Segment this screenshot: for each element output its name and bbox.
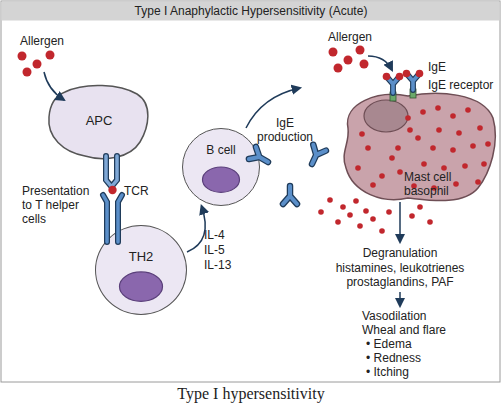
granule — [450, 113, 456, 119]
granule — [450, 147, 456, 153]
free-label: • Itching — [366, 365, 409, 379]
granule — [355, 165, 361, 171]
granule — [435, 105, 441, 111]
flow-arrow — [399, 202, 401, 242]
free-label: IL-5 — [204, 243, 225, 257]
granule — [405, 115, 411, 121]
allergen-arrow — [368, 56, 392, 70]
nucleus — [119, 272, 162, 301]
granule — [421, 161, 427, 167]
granule — [481, 161, 487, 167]
allergen-dots — [329, 46, 369, 73]
ige-antibody — [249, 145, 326, 204]
free-label: IL-13 — [204, 258, 231, 272]
free-label: IgE production — [252, 116, 318, 144]
free-label: • Redness — [366, 351, 421, 365]
released-granules — [318, 197, 433, 234]
free-label: IgE — [428, 60, 446, 74]
node-label: APC — [45, 114, 153, 128]
nucleus-layer — [183, 129, 259, 205]
signal-arrow — [187, 206, 205, 252]
granule — [485, 141, 491, 147]
free-label: IL-4 — [204, 228, 225, 242]
granule — [475, 179, 481, 185]
granule — [453, 181, 459, 187]
node-label: TH2 — [96, 250, 186, 264]
granule — [415, 135, 421, 141]
granule — [436, 127, 442, 133]
granule — [430, 145, 436, 151]
free-label: IgE receptor — [428, 78, 493, 92]
node-label: B cell — [183, 143, 259, 157]
granule — [477, 125, 483, 131]
free-label: Presentation to T helper cells — [22, 184, 98, 226]
granule — [465, 107, 471, 113]
free-label: • Edema — [366, 337, 412, 351]
granule — [379, 173, 385, 179]
figure-caption: Type I hypersensitivity — [0, 385, 502, 403]
mast-body — [344, 93, 495, 200]
granule — [365, 145, 371, 151]
apc-cell: APC — [45, 82, 153, 162]
granule — [389, 155, 395, 161]
granule — [441, 165, 447, 171]
nucleus — [364, 100, 408, 132]
nucleus-layer — [96, 226, 186, 314]
mast-cell: Mast cell basophil — [338, 88, 498, 206]
allergen-dots — [18, 51, 55, 77]
granule — [407, 127, 413, 133]
node-label: Mast cell basophil — [404, 170, 466, 198]
frame-border — [1, 1, 500, 382]
free-label: Allergen — [20, 34, 64, 48]
flow-arrow — [399, 292, 401, 306]
granule — [456, 130, 462, 136]
free-label: Vasodilation — [362, 309, 427, 323]
granule — [397, 169, 403, 175]
granule — [359, 131, 365, 137]
cell-circle: TH2 — [95, 225, 187, 315]
granule — [462, 163, 468, 169]
free-label: Allergen — [328, 30, 372, 44]
free-label: TCR — [124, 184, 149, 198]
free-label: Wheal and flare — [362, 323, 446, 337]
granule — [370, 182, 376, 188]
free-label: Degranulation — [320, 246, 480, 260]
granule — [470, 143, 476, 149]
cell-circle: B cell — [182, 128, 260, 206]
granule — [395, 145, 401, 151]
nucleus — [202, 167, 239, 192]
free-label: histamines, leukotrienes prostaglandins,… — [322, 261, 478, 289]
diagram-title: Type I Anaphylactic Hypersensitivity (Ac… — [0, 4, 502, 18]
granule — [420, 109, 426, 115]
